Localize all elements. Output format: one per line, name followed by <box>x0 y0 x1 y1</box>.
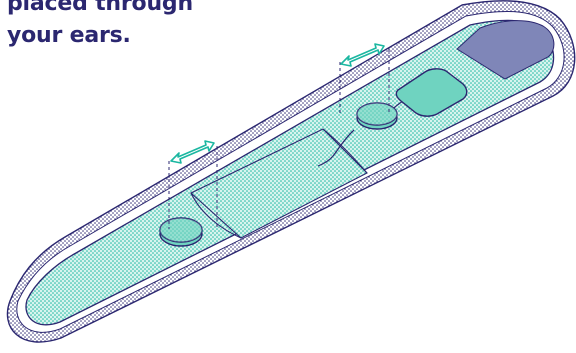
control-module-icon <box>395 68 468 117</box>
purple-pad <box>456 20 555 80</box>
movement-guides <box>168 49 390 229</box>
left-sensor-icon <box>159 217 203 247</box>
diagram-caption: placed through your ears. <box>7 0 193 48</box>
right-double-arrow-icon <box>340 43 385 67</box>
right-sensor-icon <box>356 102 398 130</box>
left-double-arrow-icon <box>170 140 215 164</box>
center-panel <box>190 128 368 239</box>
sensor-wire <box>317 129 355 167</box>
